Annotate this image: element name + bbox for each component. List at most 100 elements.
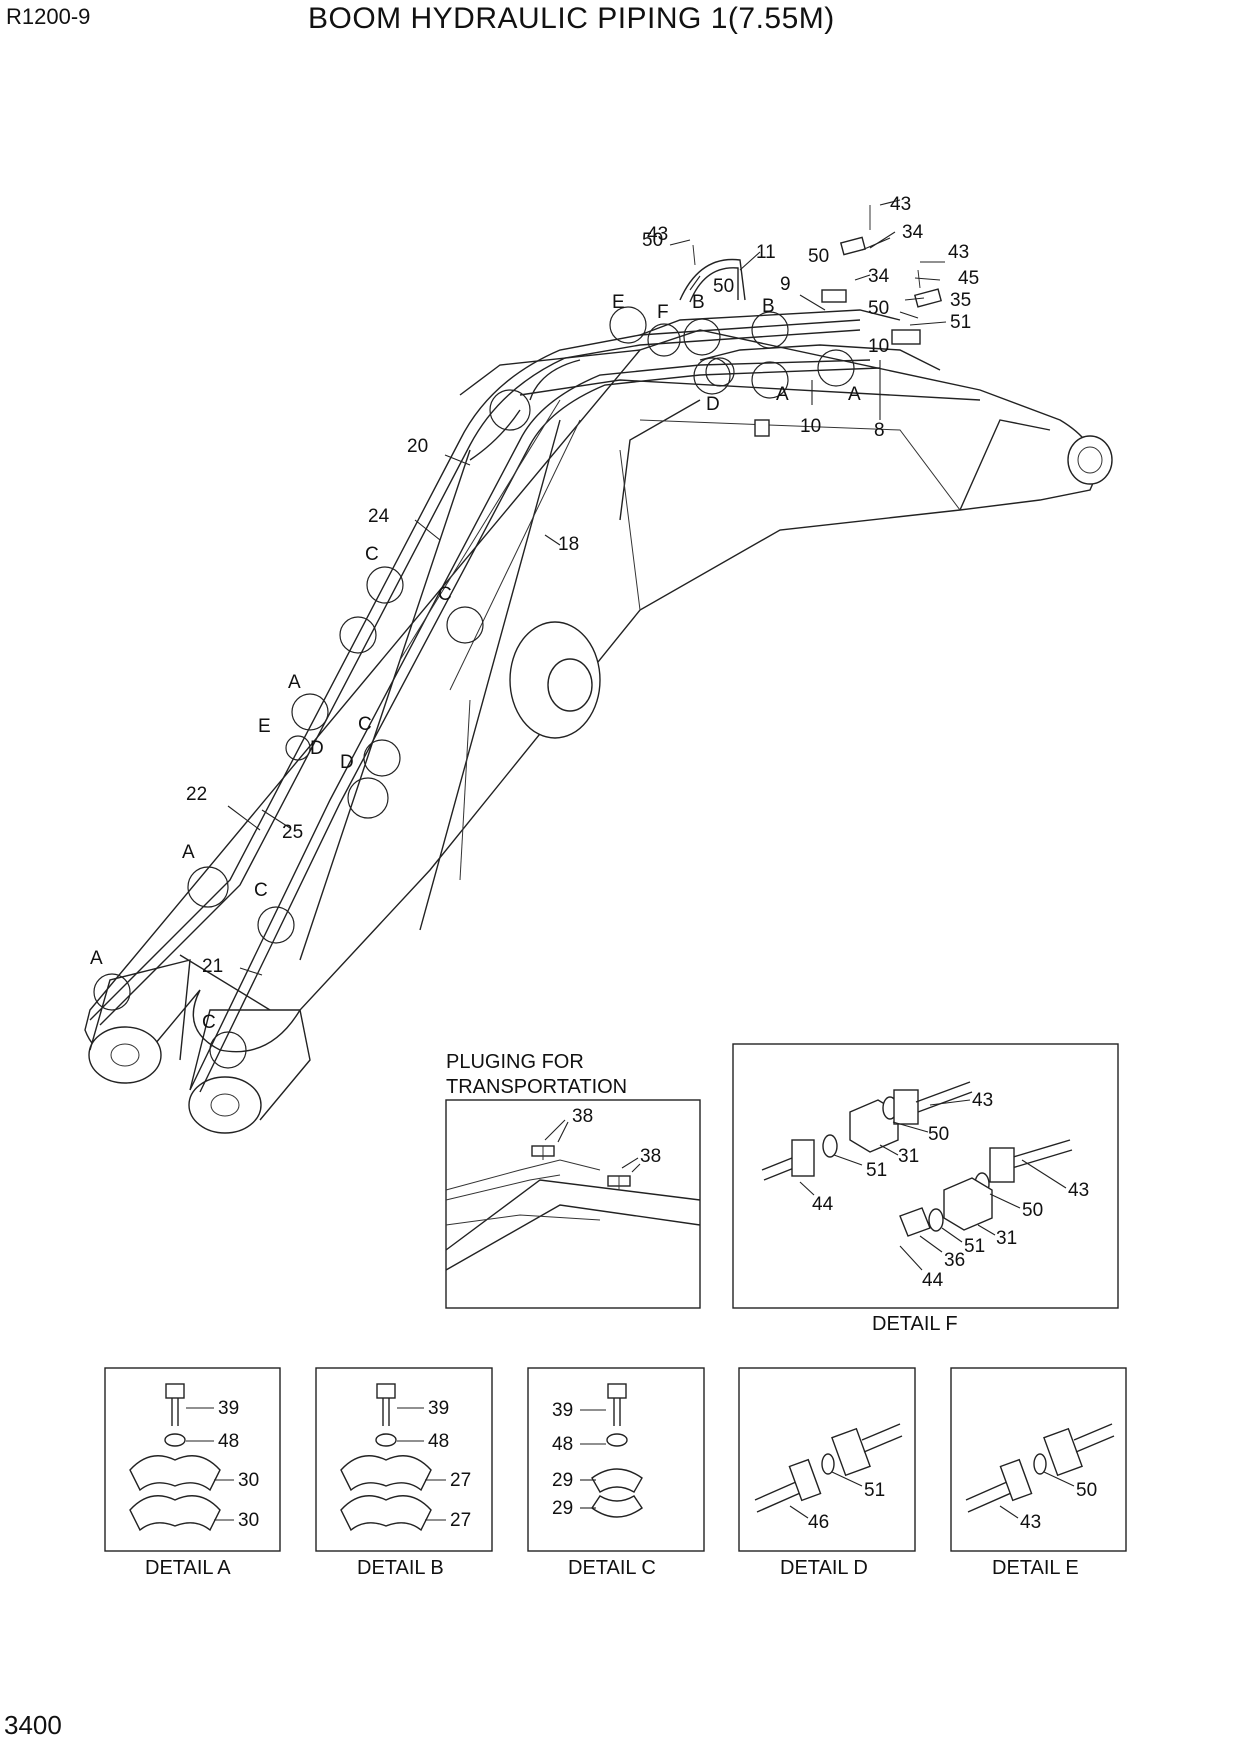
callout-label: 27 bbox=[450, 1470, 471, 1491]
callout-label: 21 bbox=[202, 956, 223, 977]
callout-label: F bbox=[657, 302, 669, 323]
callout-label: 9 bbox=[780, 274, 791, 295]
callout-label: 31 bbox=[996, 1228, 1017, 1249]
detail-c-caption: DETAIL C bbox=[568, 1557, 656, 1579]
callout-label: 43 bbox=[972, 1090, 993, 1111]
callout-label: 10 bbox=[800, 416, 821, 437]
callout-label: 43 bbox=[1068, 1180, 1089, 1201]
plug-panel-title-2: TRANSPORTATION bbox=[446, 1076, 627, 1098]
callout-label: 48 bbox=[428, 1431, 449, 1452]
callout-label: D bbox=[706, 394, 720, 415]
callout-label: 35 bbox=[950, 290, 971, 311]
detail-a-panel: 39 48 30 30 DETAIL A bbox=[104, 1367, 281, 1579]
callout-label: 29 bbox=[552, 1498, 573, 1519]
detail-b-frame bbox=[315, 1367, 493, 1552]
detail-f-panel: 43 50 31 51 44 43 50 31 51 36 44 DETAIL … bbox=[732, 1043, 1119, 1335]
callout-label: E bbox=[612, 292, 625, 313]
callout-label: 30 bbox=[238, 1470, 259, 1491]
callout-label: A bbox=[90, 948, 103, 969]
callout-label: 46 bbox=[808, 1512, 829, 1533]
callout-label: A bbox=[848, 384, 861, 405]
callout-label: A bbox=[776, 384, 789, 405]
callout-label: 38 bbox=[640, 1146, 661, 1167]
callout-label: 43 bbox=[890, 194, 911, 215]
callout-label: 20 bbox=[407, 436, 428, 457]
callout-label: 10 bbox=[868, 336, 889, 357]
callout-label: 30 bbox=[238, 1510, 259, 1531]
callout-label: C bbox=[202, 1012, 216, 1033]
callout-label: 38 bbox=[572, 1106, 593, 1127]
detail-d-frame bbox=[738, 1367, 916, 1552]
callout-label: 50 bbox=[1022, 1200, 1043, 1221]
callout-label: 50 bbox=[713, 276, 734, 297]
callout-label: 44 bbox=[922, 1270, 944, 1291]
callout-label: B bbox=[692, 292, 705, 313]
callout-label: 51 bbox=[864, 1480, 885, 1501]
callout-label: 50 bbox=[808, 246, 829, 267]
page-title: BOOM HYDRAULIC PIPING 1(7.55M) bbox=[308, 2, 835, 35]
detail-d-panel: 51 46 DETAIL D bbox=[738, 1367, 916, 1579]
callout-label: 51 bbox=[950, 312, 971, 333]
callout-label: 36 bbox=[944, 1250, 965, 1271]
detail-e-caption: DETAIL E bbox=[992, 1557, 1079, 1579]
detail-a-frame bbox=[104, 1367, 281, 1552]
page-number: 3400 bbox=[4, 1710, 62, 1740]
callout-label: 8 bbox=[874, 420, 885, 441]
callout-label: 34 bbox=[902, 222, 924, 243]
plug-panel-title-1: PLUGING FOR bbox=[446, 1051, 584, 1073]
callout-label: C bbox=[254, 880, 268, 901]
clamp-markers bbox=[93, 306, 855, 1069]
callout-label: D bbox=[310, 738, 324, 759]
detail-d-caption: DETAIL D bbox=[780, 1557, 868, 1579]
callout-label: 22 bbox=[186, 784, 207, 805]
callout-label: E bbox=[258, 716, 271, 737]
callout-label: 51 bbox=[964, 1236, 985, 1257]
callout-label: 18 bbox=[558, 534, 579, 555]
model-code: R1200-9 bbox=[6, 4, 91, 29]
callout-label: C bbox=[365, 544, 379, 565]
callout-label: 50 bbox=[642, 230, 663, 251]
detail-b-panel: 39 48 27 27 DETAIL B bbox=[315, 1367, 493, 1579]
callout-label: 39 bbox=[552, 1400, 573, 1421]
detail-f-frame bbox=[732, 1043, 1119, 1309]
callout-label: 43 bbox=[948, 242, 969, 263]
callout-label: 48 bbox=[218, 1431, 239, 1452]
callout-label: A bbox=[182, 842, 195, 863]
callout-label: 39 bbox=[428, 1398, 449, 1419]
detail-e-panel: 50 43 DETAIL E bbox=[950, 1367, 1127, 1579]
callout-label: 24 bbox=[368, 506, 390, 527]
callout-label: 45 bbox=[958, 268, 979, 289]
callout-label: 51 bbox=[866, 1160, 887, 1181]
callout-label: C bbox=[358, 714, 372, 735]
callout-label: B bbox=[762, 296, 775, 317]
callout-label: 29 bbox=[552, 1470, 573, 1491]
detail-b-caption: DETAIL B bbox=[357, 1557, 444, 1579]
detail-f-caption: DETAIL F bbox=[872, 1313, 958, 1335]
detail-a-caption: DETAIL A bbox=[145, 1557, 231, 1579]
callout-label: 25 bbox=[282, 822, 303, 843]
callout-label: 27 bbox=[450, 1510, 471, 1531]
detail-c-panel: 39 48 29 29 DETAIL C bbox=[527, 1367, 705, 1579]
callout-label: A bbox=[288, 672, 301, 693]
callout-label: 50 bbox=[928, 1124, 949, 1145]
callout-label: 11 bbox=[756, 242, 776, 263]
callout-label: 34 bbox=[868, 266, 890, 287]
callout-label: 43 bbox=[1020, 1512, 1041, 1533]
callout-label: D bbox=[340, 752, 354, 773]
callout-label: 48 bbox=[552, 1434, 573, 1455]
callout-label: 31 bbox=[898, 1146, 919, 1167]
main-leaders bbox=[227, 199, 947, 976]
plug-panel-frame bbox=[445, 1099, 701, 1309]
callout-label: 39 bbox=[218, 1398, 239, 1419]
callout-label: 50 bbox=[1076, 1480, 1097, 1501]
boom-assembly-drawing: 43 11 50 50 43 34 50 34 43 45 35 50 51 9… bbox=[84, 194, 1113, 1134]
callout-label: 44 bbox=[812, 1194, 834, 1215]
callout-label: C bbox=[438, 584, 452, 605]
detail-c-frame bbox=[527, 1367, 705, 1552]
plug-panel: PLUGING FOR TRANSPORTATION 38 38 bbox=[445, 1051, 701, 1309]
callout-label: 43 bbox=[647, 224, 668, 245]
callout-label: 50 bbox=[868, 298, 889, 319]
top-fittings bbox=[692, 205, 943, 345]
detail-e-frame bbox=[950, 1367, 1127, 1552]
